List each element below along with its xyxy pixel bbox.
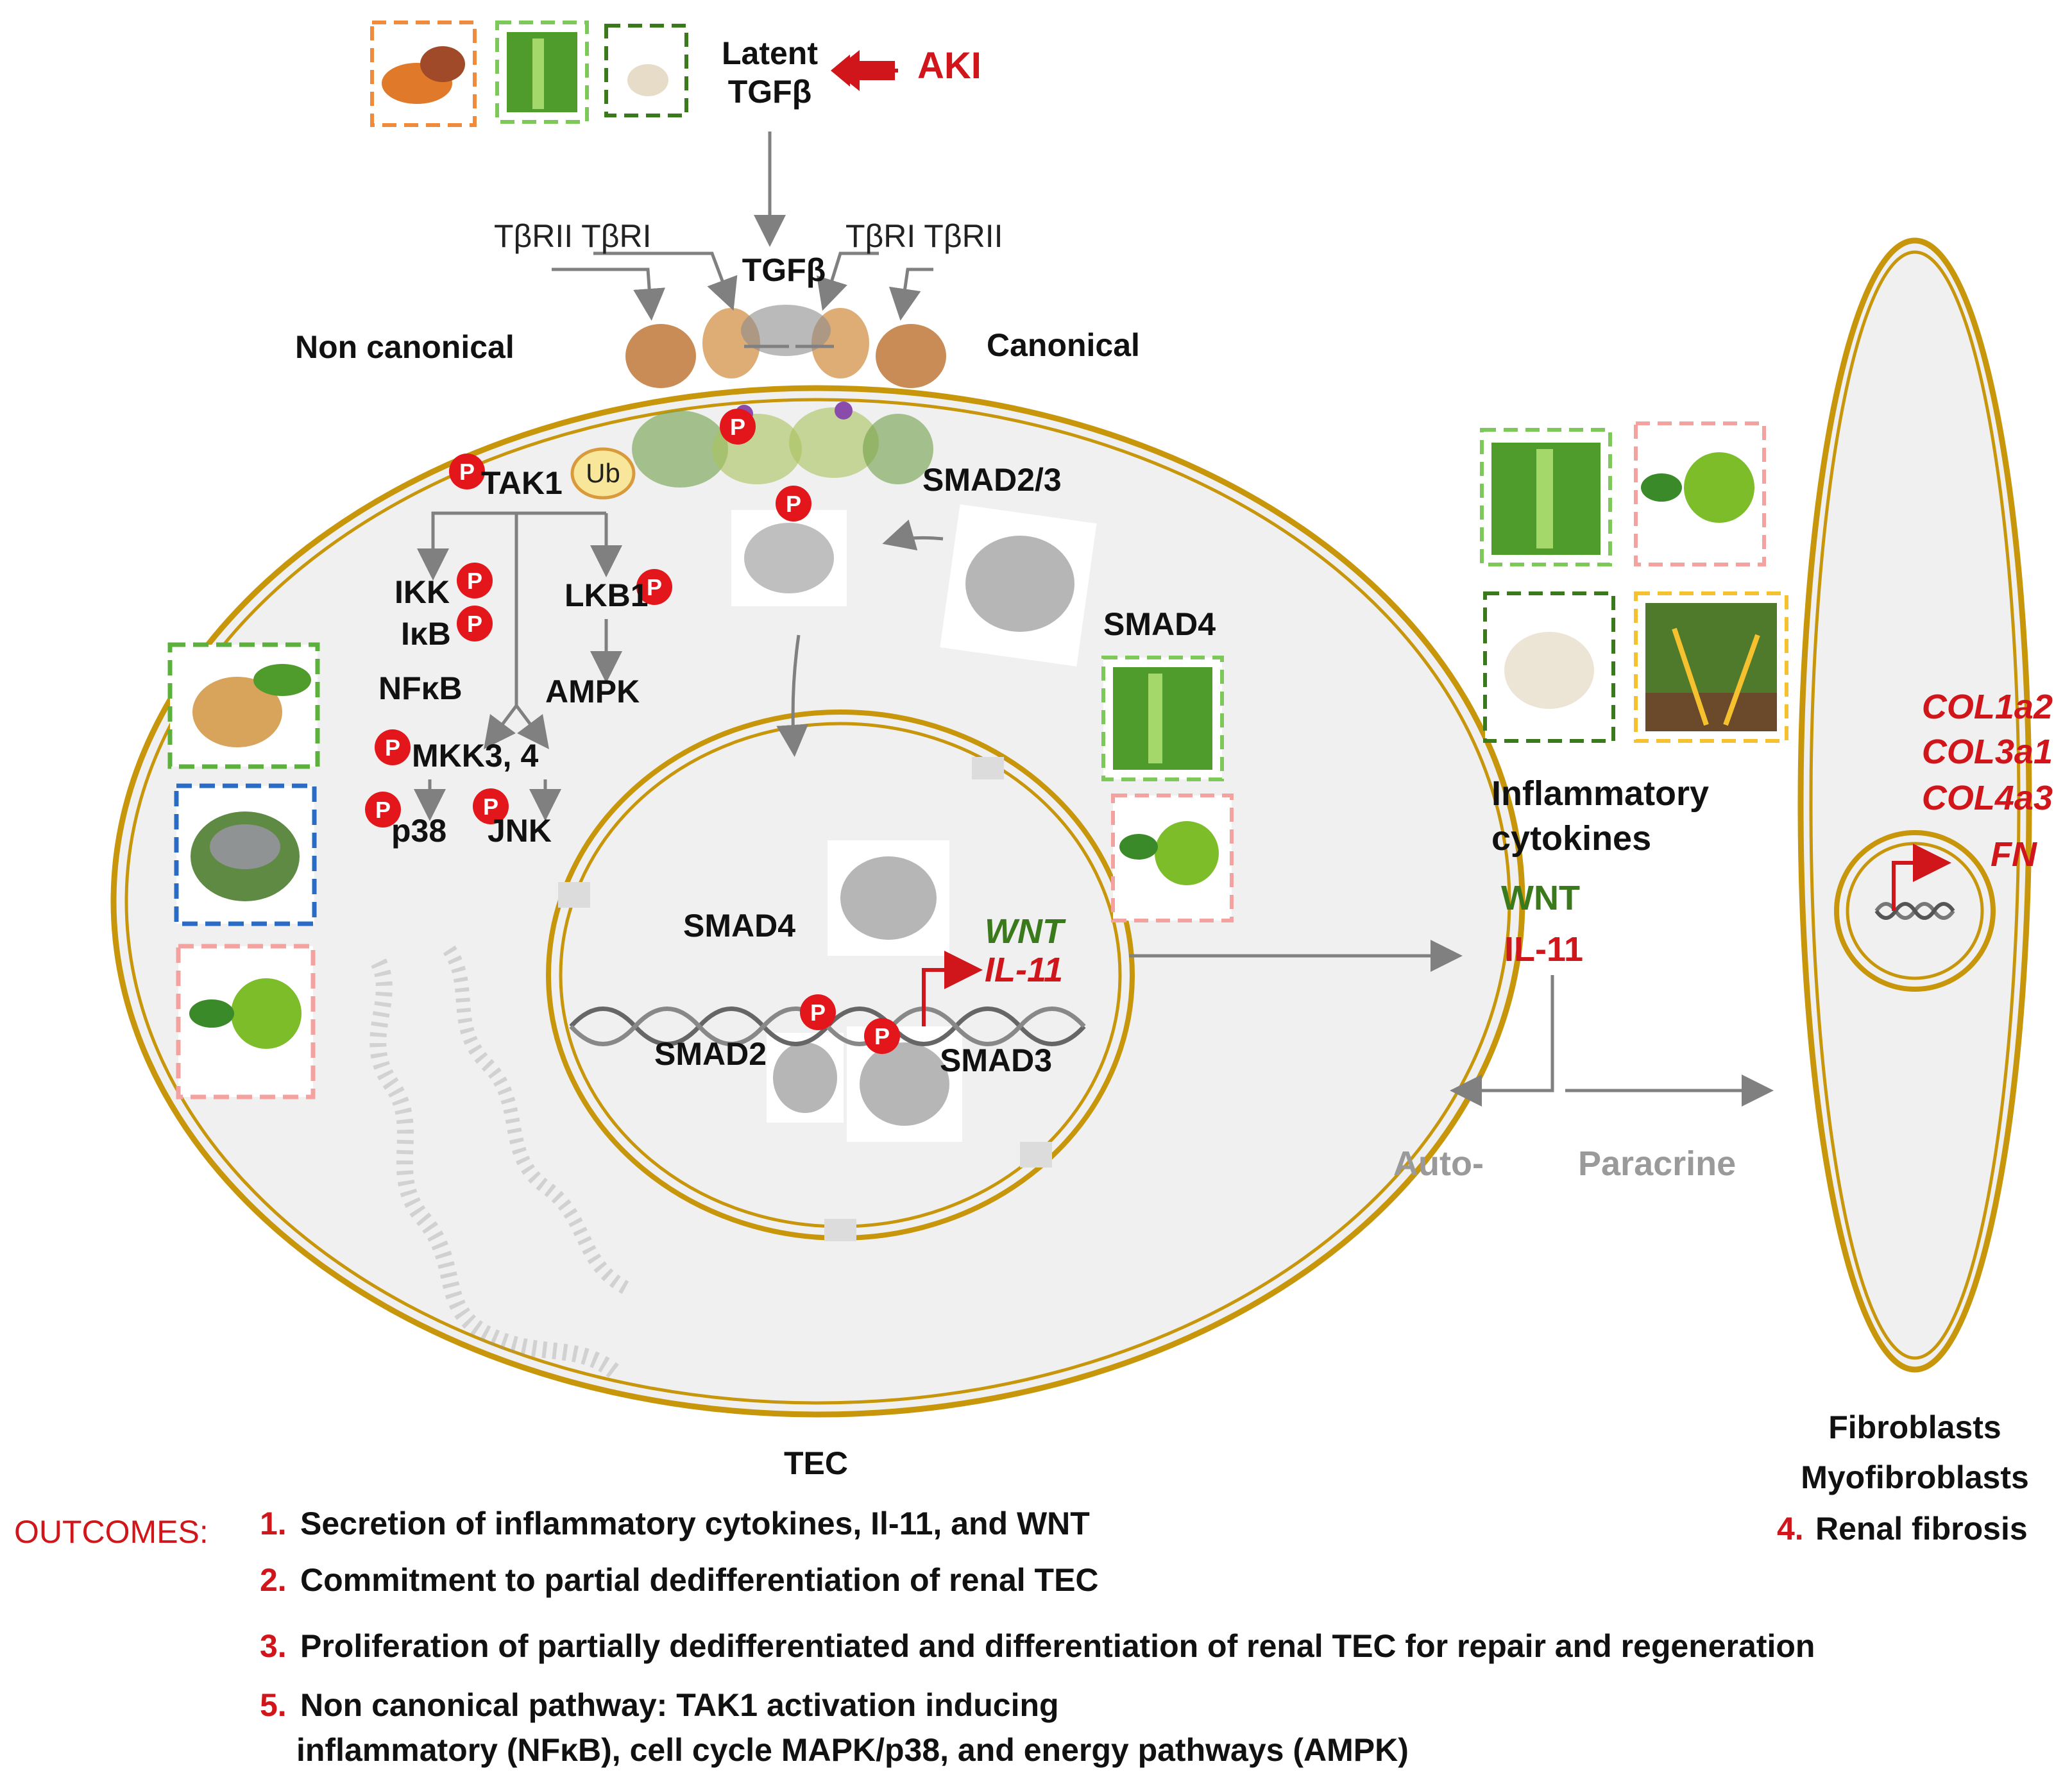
phospho-icon: P xyxy=(776,486,811,522)
outcome-text: Commitment to partial dedifferentiation … xyxy=(300,1562,1099,1598)
phospho-icon: P xyxy=(365,792,401,828)
il11-nuclear-label: IL-11 xyxy=(985,951,1063,989)
ub-label: Ub xyxy=(586,458,620,488)
gene-label: COL4a3 xyxy=(1922,779,2053,817)
svg-text:P: P xyxy=(459,459,475,485)
gene-label: COL1a2 xyxy=(1922,688,2053,726)
smad4-cytoplasm-label: SMAD4 xyxy=(1103,606,1216,642)
outcome-text: Non canonical pathway: TAK1 activation i… xyxy=(300,1687,1059,1723)
gene-label: COL3a1 xyxy=(1922,733,2053,771)
mkk-label: MKK3, 4 xyxy=(412,738,538,774)
tak1-label: TAK1 xyxy=(481,465,563,501)
lime-icon xyxy=(176,944,316,1100)
pathway-arrows xyxy=(414,132,1774,1107)
endoplasmic-reticulum xyxy=(369,945,633,1380)
cytokines-label: cytokines xyxy=(1491,819,1651,858)
phospho-icon: P xyxy=(375,729,411,765)
labels: Latent TGFβ AKI TβRII TβRI TβRI TβRII TG… xyxy=(14,35,2053,1768)
herb-bowl-icon xyxy=(174,783,317,926)
wnt-nuclear-label: WNT xyxy=(985,912,1066,951)
smad2-label: SMAD2 xyxy=(654,1036,767,1072)
paracrine-label: Paracrine xyxy=(1578,1144,1736,1183)
smad3-label: SMAD3 xyxy=(940,1042,1052,1078)
phospho-icon: P xyxy=(457,606,493,641)
outcome-text: Proliferation of partially dedifferentia… xyxy=(300,1628,1815,1664)
right-celery-icon xyxy=(1480,428,1612,566)
svg-text:P: P xyxy=(375,797,391,823)
smad4-celery-icon xyxy=(1101,656,1224,781)
gene-label: FN xyxy=(1991,835,2037,874)
plant-leaves-icon xyxy=(1634,591,1788,743)
phospho-icon: P xyxy=(636,569,672,605)
aki-arrow-head xyxy=(834,50,860,91)
smad4-nuclear-label: SMAD4 xyxy=(683,908,795,944)
fibroblast-dna-icon xyxy=(1874,844,1955,920)
phospho-icon: P xyxy=(864,1018,900,1054)
tgfb-receptor-complex xyxy=(625,305,946,488)
ubiquitin-badge: Ub xyxy=(570,447,636,500)
sweet-potato-icon xyxy=(370,21,477,127)
outcome-number: 2. xyxy=(260,1562,287,1598)
phospho-icon: P xyxy=(449,454,485,489)
nfkb-label: NFκB xyxy=(378,670,463,706)
fibroblasts-label: Fibroblasts xyxy=(1828,1409,2001,1445)
latent-label: Latent xyxy=(722,35,818,71)
il11-secreted-label: IL-11 xyxy=(1504,930,1583,969)
tec-label: TEC xyxy=(784,1445,848,1481)
receptors-left-label: TβRII TβRI xyxy=(494,218,651,254)
inflammatory-label: Inflammatory xyxy=(1491,774,1709,813)
smad4-lime-icon xyxy=(1111,794,1234,922)
outcome-number: 1. xyxy=(260,1506,287,1541)
aki-label: AKI xyxy=(917,45,981,87)
tgfb-label: TGFβ xyxy=(742,252,826,288)
phospho-icon: P xyxy=(720,409,756,445)
ikb-label: IκB xyxy=(401,616,451,652)
outcome-4-number: 4. xyxy=(1777,1511,1804,1547)
svg-text:P: P xyxy=(786,491,801,517)
svg-text:P: P xyxy=(483,794,498,820)
nucleus xyxy=(546,709,1135,1241)
smad23-label: SMAD2/3 xyxy=(922,462,1062,498)
aki-arrow-body xyxy=(856,61,895,80)
non-canonical-label: Non canonical xyxy=(295,329,514,365)
right-garlic-icon xyxy=(1483,591,1615,743)
myofibroblasts-label: Myofibroblasts xyxy=(1801,1459,2029,1495)
latent-tgfb-label: TGFβ xyxy=(728,74,812,110)
phospho-icon: P xyxy=(473,788,509,824)
jnk-label: JNK xyxy=(488,813,552,849)
phospho-icon: P xyxy=(457,563,493,599)
svg-text:P: P xyxy=(467,611,482,637)
ikk-label: IKK xyxy=(395,574,450,610)
svg-text:P: P xyxy=(385,735,400,761)
outcomes-list: 1. Secretion of inflammatory cytokines, I… xyxy=(260,1506,1815,1723)
receptors-right-label: TβRI TβRII xyxy=(845,218,1003,254)
outcomes-heading: OUTCOMES: xyxy=(14,1514,208,1550)
ginger-root-icon xyxy=(167,642,320,769)
svg-text:P: P xyxy=(874,1023,890,1049)
ampk-label: AMPK xyxy=(545,674,640,709)
p38-label: p38 xyxy=(391,813,446,849)
right-lime-icon xyxy=(1634,421,1766,566)
garlic-icon xyxy=(604,24,688,117)
celery-icon xyxy=(495,21,589,124)
svg-text:P: P xyxy=(730,414,745,440)
svg-text:P: P xyxy=(467,568,482,594)
phospho-icon: P xyxy=(800,994,836,1030)
outcome-5-line2: inflammatory (NFκB), cell cycle MAPK/p38… xyxy=(296,1732,1409,1768)
wnt-secreted-label: WNT xyxy=(1501,879,1580,917)
outcome-number: 3. xyxy=(260,1628,287,1664)
svg-text:P: P xyxy=(647,574,662,600)
outcome-text: Secretion of inflammatory cytokines, Il-… xyxy=(300,1506,1090,1541)
smad-protein-structures xyxy=(731,504,1097,1142)
lkb1-label: LKB1 xyxy=(565,577,649,613)
autocrine-label: Auto- xyxy=(1393,1144,1484,1183)
outcome-4-text: Renal fibrosis xyxy=(1815,1511,2028,1547)
canonical-label: Canonical xyxy=(987,327,1140,363)
svg-text:P: P xyxy=(810,999,826,1026)
outcome-number: 5. xyxy=(260,1687,287,1723)
